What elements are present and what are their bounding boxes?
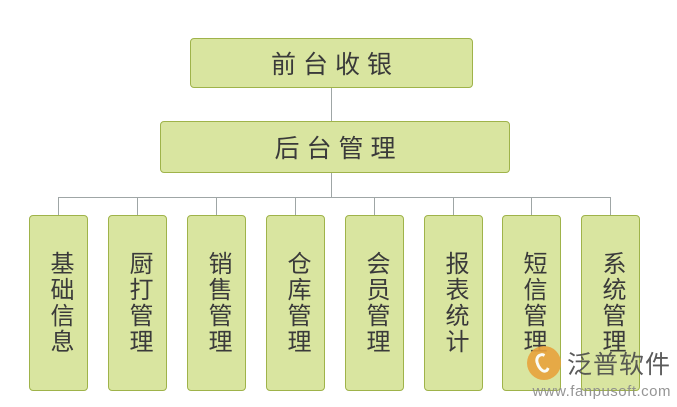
node-label: 基础信息 [45, 251, 73, 355]
node-label: 会员管理 [361, 251, 389, 355]
node-label: 报表统计 [440, 251, 468, 355]
connector-drop-4 [295, 197, 296, 215]
node-system-management[interactable]: 系统管理 [581, 215, 640, 391]
node-warehouse-management[interactable]: 仓库管理 [266, 215, 325, 391]
bottom-bar [0, 404, 677, 407]
node-sales-management[interactable]: 销售管理 [187, 215, 246, 391]
fanpu-logo-icon [526, 346, 561, 380]
connector-top-to-second [331, 88, 332, 121]
node-kitchen-printing-management[interactable]: 厨打管理 [108, 215, 167, 391]
node-report-statistics[interactable]: 报表统计 [424, 215, 483, 391]
node-label: 前台收银 [270, 51, 399, 79]
watermark-name: 泛普软件 [566, 351, 671, 379]
node-basic-information[interactable]: 基础信息 [29, 215, 88, 391]
node-front-desk-cashier[interactable]: 前台收银 [190, 38, 473, 88]
connector-drop-8 [610, 197, 611, 215]
node-label: 短信管理 [518, 251, 546, 355]
connector-drop-1 [58, 197, 59, 215]
node-label: 厨打管理 [124, 251, 152, 355]
watermark-url: www.fanpusoft.com [532, 383, 671, 400]
node-member-management[interactable]: 会员管理 [345, 215, 404, 391]
connector-drop-7 [531, 197, 532, 215]
watermark-brand-row: 泛普软件 [471, 345, 671, 381]
node-label: 后台管理 [274, 135, 403, 163]
connector-horizontal-bus [58, 197, 610, 198]
node-label: 销售管理 [203, 251, 231, 355]
connector-second-to-bus [331, 173, 332, 197]
connector-drop-5 [374, 197, 375, 215]
watermark: 泛普软件 www.fanpusoft.com [471, 345, 671, 403]
node-label: 系统管理 [597, 251, 625, 355]
node-backend-management[interactable]: 后台管理 [160, 121, 510, 173]
connector-drop-2 [137, 197, 138, 215]
connector-drop-6 [453, 197, 454, 215]
connector-drop-3 [216, 197, 217, 215]
node-label: 仓库管理 [282, 251, 310, 355]
